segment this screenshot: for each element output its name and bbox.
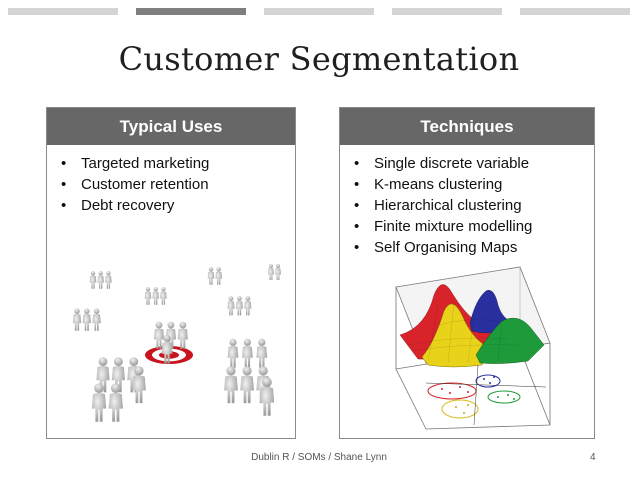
list-item: •Customer retention [61, 176, 209, 193]
slide-title: Customer Segmentation [118, 40, 520, 78]
list-item: •K-means clustering [354, 176, 503, 193]
list-item: •Debt recovery [61, 197, 175, 214]
top-bar-1 [8, 8, 118, 15]
top-bar-2 [136, 8, 246, 15]
list-item: •Targeted marketing [61, 155, 210, 172]
typical-uses-heading: Typical Uses [47, 108, 295, 145]
list-item: •Self Organising Maps [354, 239, 518, 256]
slide-footer: Dublin R / SOMs / Shane Lynn [251, 452, 387, 463]
top-bar-5 [520, 8, 630, 15]
page-number: 4 [590, 452, 596, 463]
top-bar-4 [392, 8, 502, 15]
typical-uses-list: •Targeted marketing •Customer retention … [47, 145, 295, 216]
mixture-surface-plot-image [378, 265, 554, 431]
techniques-list: •Single discrete variable •K-means clust… [340, 145, 594, 258]
techniques-heading: Techniques [340, 108, 594, 145]
top-bar-3 [264, 8, 374, 15]
list-item: •Hierarchical clustering [354, 197, 522, 214]
crowd-target-illustration [63, 259, 285, 431]
list-item: •Single discrete variable [354, 155, 530, 172]
list-item: •Finite mixture modelling [354, 218, 533, 235]
